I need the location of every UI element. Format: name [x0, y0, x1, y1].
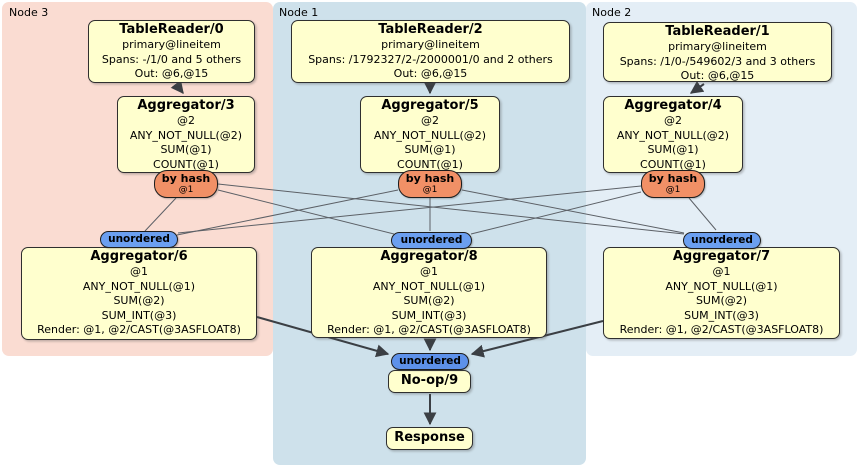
aggregator-7-fn3: SUM_INT(@3) — [684, 308, 759, 322]
by-hash-router-5: by hash @1 — [398, 170, 462, 198]
tablereader-0-out: Out: @6,@15 — [134, 67, 209, 80]
aggregator-5-title: Aggregator/5 — [381, 98, 479, 113]
aggregator-7-fn2: SUM(@2) — [695, 294, 748, 307]
aggregator-3-box: Aggregator/3 @2 ANY_NOT_NULL(@2) SUM(@1)… — [117, 96, 255, 173]
aggregator-5-group: @2 — [421, 114, 439, 127]
aggregator-5-fn3: COUNT(@1) — [397, 157, 463, 171]
unordered-sync-8: unordered — [391, 232, 472, 249]
tablereader-0-index: primary@lineitem — [122, 38, 221, 51]
aggregator-6-fn1: ANY_NOT_NULL(@1) — [82, 279, 196, 293]
tablereader-2-out: Out: @6,@15 — [393, 67, 468, 80]
aggregator-3-fn1: ANY_NOT_NULL(@2) — [129, 128, 243, 142]
aggregator-7-fn1: ANY_NOT_NULL(@1) — [665, 279, 778, 293]
aggregator-3-title: Aggregator/3 — [137, 98, 235, 113]
no-op-9-title: No-op/9 — [400, 373, 459, 388]
aggregator-8-fn3: SUM_INT(@3) — [391, 308, 467, 322]
by-hash-router-3: by hash @1 — [154, 170, 218, 198]
by-hash-router-4: by hash @1 — [641, 170, 705, 198]
tablereader-2-index: primary@lineitem — [381, 38, 480, 51]
response-title: Response — [394, 430, 465, 445]
unordered-8-label: unordered — [400, 234, 463, 246]
tablereader-1-out: Out: @6,@15 — [680, 69, 755, 82]
aggregator-4-group: @2 — [664, 114, 682, 127]
node1-label: Node 1 — [279, 6, 319, 19]
unordered-final-label: unordered — [399, 355, 461, 367]
aggregator-7-render: Render: @1, @2/CAST(@3ASFLOAT8) — [619, 323, 824, 336]
by-hash-3-label: by hash — [161, 172, 211, 185]
aggregator-6-fn3: SUM_INT(@3) — [101, 308, 177, 322]
aggregator-4-fn2: SUM(@1) — [647, 143, 699, 156]
tablereader-1-index: primary@lineitem — [668, 40, 767, 53]
aggregator-6-group: @1 — [130, 265, 148, 278]
aggregator-4-title: Aggregator/4 — [624, 98, 722, 113]
unordered-sync-7: unordered — [683, 232, 761, 249]
unordered-6-label: unordered — [108, 233, 170, 245]
aggregator-7-title: Aggregator/7 — [672, 249, 771, 264]
aggregator-3-fn2: SUM(@1) — [160, 143, 212, 156]
no-op-9-box: No-op/9 — [388, 370, 471, 393]
unordered-sync-6: unordered — [100, 231, 178, 248]
aggregator-4-fn1: ANY_NOT_NULL(@2) — [616, 128, 730, 142]
by-hash-4-columns: @1 — [665, 185, 681, 195]
tablereader-1-spans: Spans: /1/0-/549602/3 and 3 others — [619, 54, 816, 68]
tablereader-2-box: TableReader/2 primary@lineitem Spans: /1… — [291, 20, 570, 83]
aggregator-8-box: Aggregator/8 @1 ANY_NOT_NULL(@1) SUM(@2)… — [311, 247, 547, 338]
node3-label: Node 3 — [9, 6, 49, 19]
aggregator-6-render: Render: @1, @2/CAST(@3ASFLOAT8) — [37, 323, 241, 336]
tablereader-1-title: TableReader/1 — [665, 24, 770, 39]
by-hash-5-label: by hash — [405, 172, 455, 185]
aggregator-6-title: Aggregator/6 — [90, 249, 188, 264]
aggregator-4-box: Aggregator/4 @2 ANY_NOT_NULL(@2) SUM(@1)… — [603, 96, 743, 173]
aggregator-8-title: Aggregator/8 — [380, 249, 478, 264]
tablereader-1-box: TableReader/1 primary@lineitem Spans: /1… — [603, 22, 832, 82]
aggregator-8-fn2: SUM(@2) — [403, 294, 455, 307]
aggregator-5-fn1: ANY_NOT_NULL(@2) — [373, 128, 487, 142]
aggregator-6-box: Aggregator/6 @1 ANY_NOT_NULL(@1) SUM(@2)… — [21, 247, 257, 340]
tablereader-0-title: TableReader/0 — [119, 22, 224, 37]
aggregator-7-group: @1 — [712, 265, 731, 278]
aggregator-8-fn1: ANY_NOT_NULL(@1) — [372, 279, 486, 293]
tablereader-2-spans: Spans: /1792327/2-/2000001/0 and 2 other… — [308, 52, 553, 66]
aggregator-3-fn3: COUNT(@1) — [153, 157, 219, 171]
tablereader-2-title: TableReader/2 — [378, 22, 483, 37]
by-hash-4-label: by hash — [648, 172, 698, 185]
unordered-sync-final: unordered — [391, 353, 469, 370]
response-box: Response — [386, 427, 473, 450]
aggregator-8-render: Render: @1, @2/CAST(@3ASFLOAT8) — [327, 323, 531, 336]
tablereader-0-spans: Spans: -/1/0 and 5 others — [101, 52, 242, 66]
aggregator-3-group: @2 — [177, 114, 195, 127]
aggregator-5-box: Aggregator/5 @2 ANY_NOT_NULL(@2) SUM(@1)… — [360, 96, 500, 173]
by-hash-5-columns: @1 — [422, 185, 438, 195]
by-hash-3-columns: @1 — [178, 185, 194, 195]
node2-label: Node 2 — [592, 6, 632, 19]
aggregator-4-fn3: COUNT(@1) — [640, 157, 706, 171]
aggregator-6-fn2: SUM(@2) — [113, 294, 165, 307]
aggregator-5-fn2: SUM(@1) — [404, 143, 456, 156]
tablereader-0-box: TableReader/0 primary@lineitem Spans: -/… — [88, 20, 255, 83]
unordered-7-label: unordered — [691, 234, 753, 246]
aggregator-8-group: @1 — [420, 265, 438, 278]
aggregator-7-box: Aggregator/7 @1 ANY_NOT_NULL(@1) SUM(@2)… — [603, 247, 840, 339]
